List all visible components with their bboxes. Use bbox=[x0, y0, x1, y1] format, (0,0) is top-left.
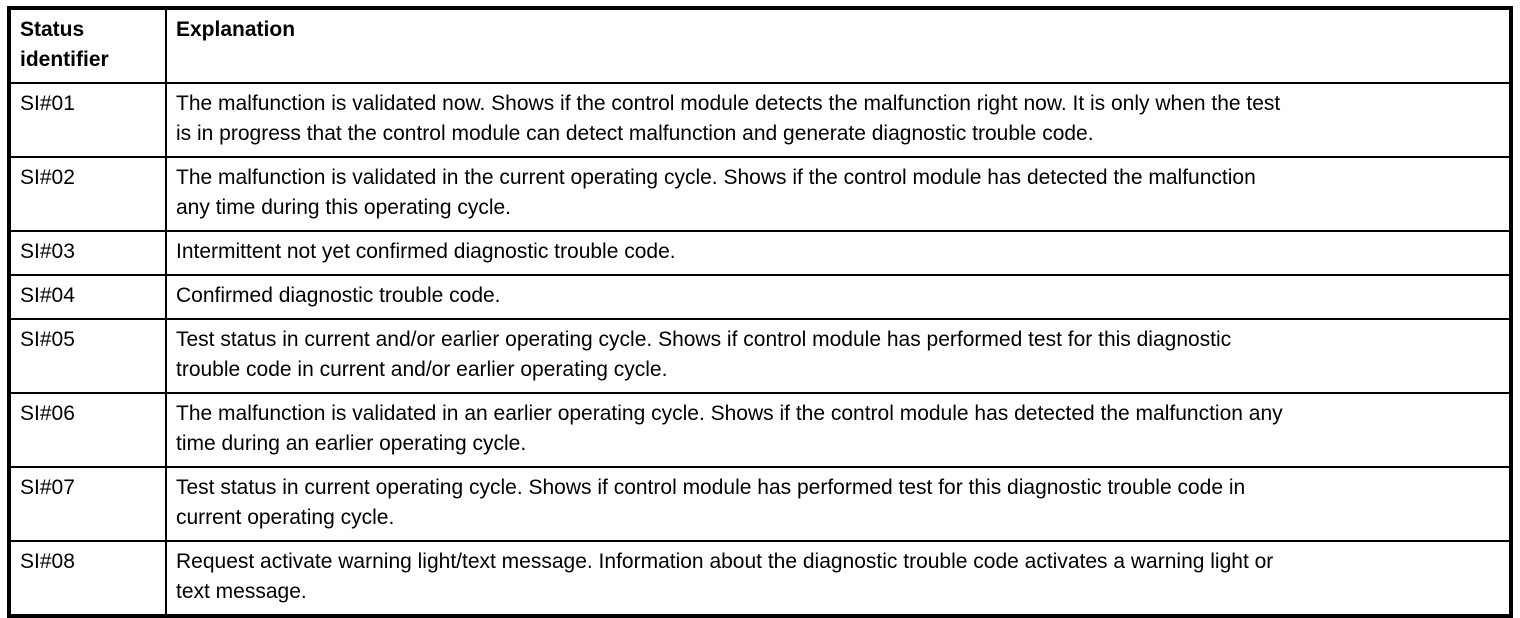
explanation-cell: The malfunction is validated now. Shows … bbox=[165, 82, 1512, 158]
explanation-cell: Test status in current and/or earlier op… bbox=[165, 318, 1512, 394]
status-identifier-cell: SI#01 bbox=[8, 82, 167, 158]
explanation-cell: Confirmed diagnostic trouble code. bbox=[165, 274, 1512, 320]
explanation-cell: The malfunction is validated in an earli… bbox=[165, 392, 1512, 468]
explanation-cell: Test status in current operating cycle. … bbox=[165, 466, 1512, 542]
header-row: Status identifier Explanation bbox=[8, 7, 1512, 84]
status-identifier-cell: SI#05 bbox=[8, 318, 167, 394]
column-header-status-identifier: Status identifier bbox=[8, 7, 167, 84]
explanation-cell: The malfunction is validated in the curr… bbox=[165, 156, 1512, 232]
explanation-cell: Intermittent not yet confirmed diagnosti… bbox=[165, 230, 1512, 276]
column-header-explanation: Explanation bbox=[165, 7, 1512, 84]
status-identifier-cell: SI#07 bbox=[8, 466, 167, 542]
status-identifier-cell: SI#02 bbox=[8, 156, 167, 232]
status-identifier-cell: SI#03 bbox=[8, 230, 167, 276]
explanation-cell: Request activate warning light/text mess… bbox=[165, 540, 1512, 617]
status-identifier-cell: SI#04 bbox=[8, 274, 167, 320]
status-identifier-cell: SI#08 bbox=[8, 540, 167, 617]
status-identifier-cell: SI#06 bbox=[8, 392, 167, 468]
